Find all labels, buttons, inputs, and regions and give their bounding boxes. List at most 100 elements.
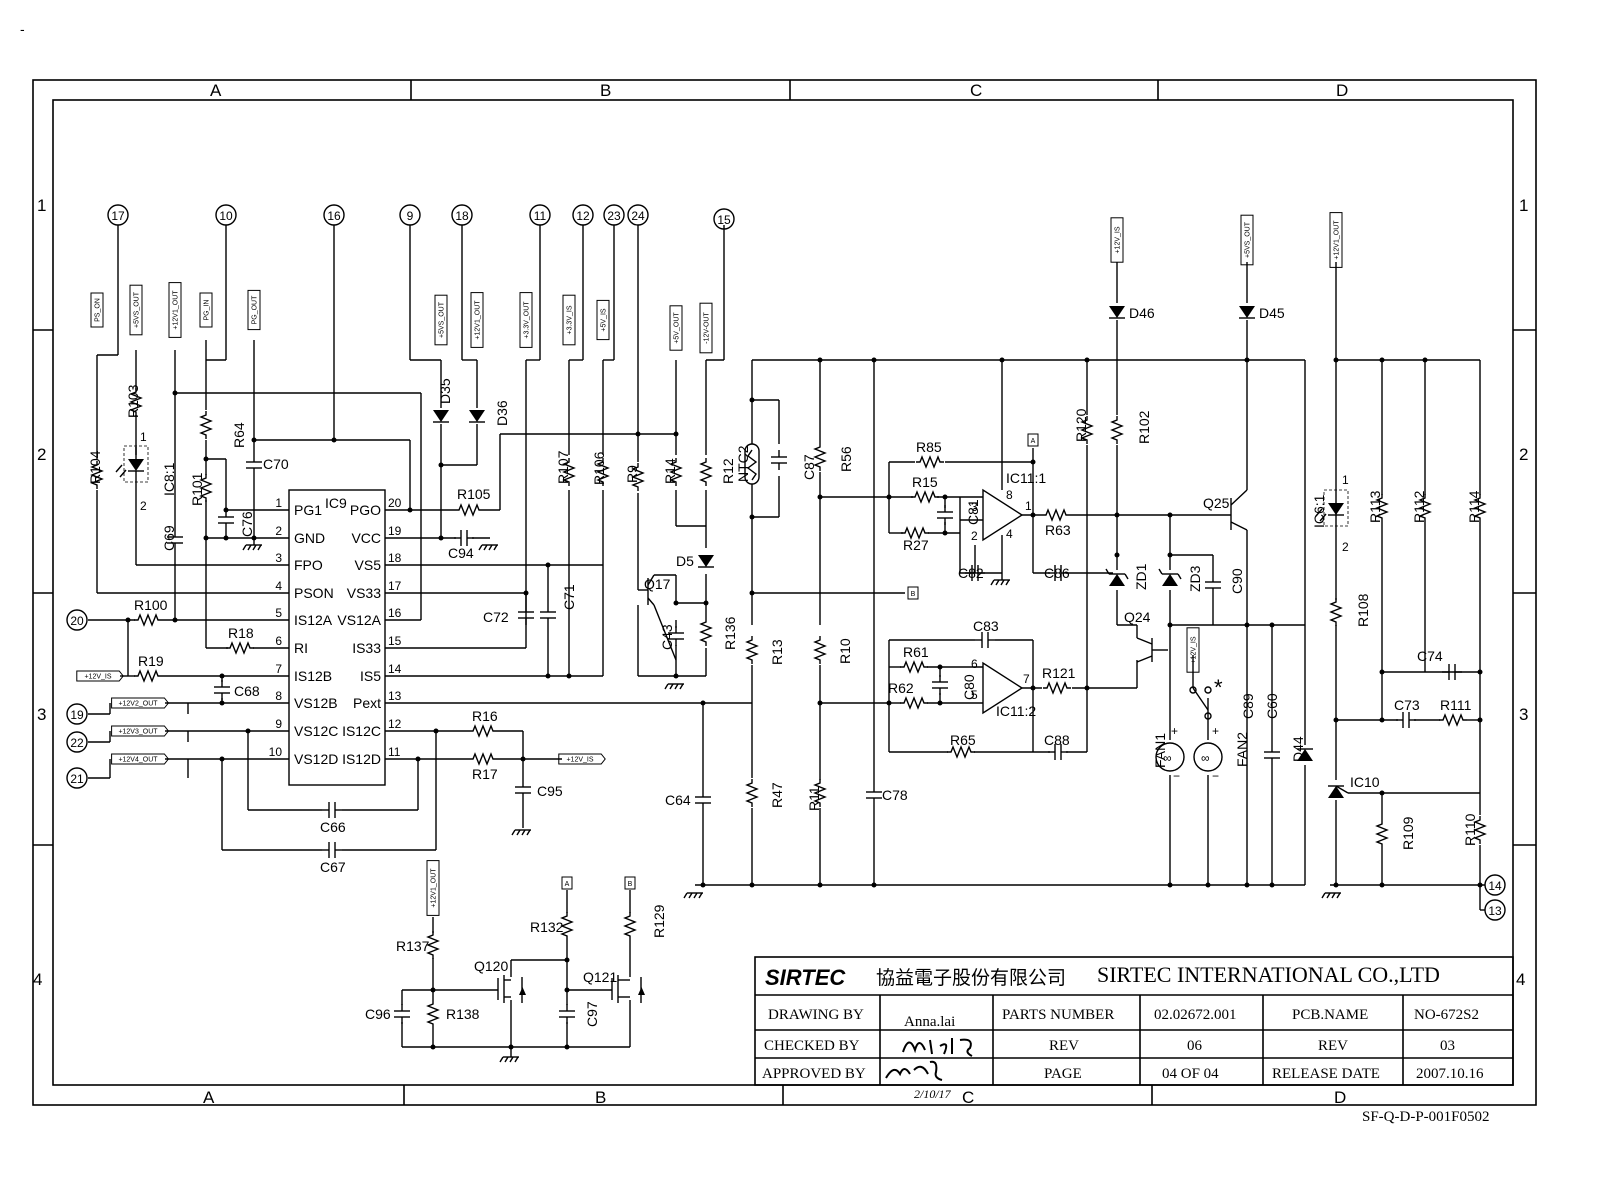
label-r16: R16 [472, 708, 498, 724]
label-r106: R106 [591, 451, 607, 485]
pcb-name-label: PCB.NAME [1292, 1007, 1368, 1023]
net-flag-label: +5V_OUT [674, 312, 681, 344]
label-fan2: FAN2 [1234, 732, 1250, 767]
net-flag-label: +5VS_OUT [1245, 221, 1252, 258]
form-code: SF-Q-D-P-001F0502 [1362, 1109, 1490, 1125]
label-d46: D46 [1129, 305, 1155, 321]
label-c67: C67 [320, 859, 346, 875]
ic9-pin-name: VS12D [294, 751, 338, 767]
label-q17: Q17 [644, 576, 671, 592]
label-c87: C87 [801, 454, 817, 480]
net-flag-p12v4_out: +12V4_OUT [111, 753, 170, 765]
label-ic11a-pin1: 1 [1025, 499, 1032, 513]
zone-col-a-bottom: A [203, 1088, 215, 1107]
label-r113: R113 [1367, 490, 1383, 523]
net-flag-pg_in: PG_IN [199, 292, 213, 328]
net-flag-label: PG_IN [204, 299, 211, 320]
label-ic11b: IC11:2 [996, 703, 1036, 719]
connector-13: 13 [1484, 899, 1506, 921]
connector-22: 22 [66, 731, 88, 753]
connector-label: 22 [70, 736, 84, 750]
label-r111: R111 [1440, 697, 1472, 713]
reference-labels: R104 R103 IC8:1 1 2 R101 R64 C69 C76 C70… [87, 305, 1482, 1027]
net-flag-label: B [628, 881, 633, 888]
ic9-pin-name: PG1 [294, 502, 322, 518]
net-flag-p3v3_out: +3.3V_OUT [519, 292, 533, 348]
label-r120: R120 [1073, 408, 1089, 442]
label-q25: Q25 [1203, 495, 1230, 511]
net-flag-label: +12V4_OUT [118, 757, 158, 764]
company-name-english: SIRTEC INTERNATIONAL CO.,LTD [1097, 962, 1440, 987]
net-flag-pg_out: PG_OUT [247, 289, 261, 331]
company-logo: SIRTEC [765, 965, 846, 990]
connector-label: 13 [1488, 904, 1502, 918]
connector-24: 24 [627, 204, 649, 226]
net-flag-p3v3_is: +3.3V_IS [562, 294, 576, 346]
ic9-pin-name: PGO [350, 502, 381, 518]
label-r63: R63 [1045, 522, 1071, 538]
label-c64: C64 [665, 792, 691, 808]
label-c88: C88 [1044, 732, 1070, 748]
connector-label: 21 [70, 772, 84, 786]
net-flag-p12v3_out: +12V3_OUT [111, 725, 170, 737]
pcb-name-value: NO-672S2 [1414, 1007, 1479, 1023]
label-r102: R102 [1136, 410, 1152, 444]
ic9-pin-name: RI [294, 640, 308, 656]
label-ic8: IC8:1 [161, 462, 177, 496]
ic9-pin-number: 18 [388, 551, 402, 565]
label-c76: C76 [239, 511, 255, 537]
zone-row-2-left: 2 [37, 445, 46, 464]
net-flag-label: A [565, 881, 570, 888]
label-r47: R47 [769, 782, 785, 808]
zone-labels: A B C D A B C D 1 2 3 4 1 2 3 4 [33, 81, 1528, 1107]
net-flag-p12v2_out: +12V2_OUT [111, 697, 170, 709]
net-flag-label: +12V2_OUT [118, 701, 158, 708]
label-r11: R11 [806, 786, 822, 811]
label-r107: R107 [555, 450, 571, 484]
ic9-pin-number: 10 [269, 745, 283, 759]
label-ic11b-pin5: 5 [971, 688, 978, 702]
ic9-pin-name: GND [294, 530, 325, 546]
net-flag-label: PG_OUT [252, 295, 259, 325]
zone-row-4-right: 4 [1516, 970, 1525, 989]
label-c68: C68 [234, 683, 260, 699]
ic9-pin-number: 17 [388, 579, 402, 593]
label-d45: D45 [1259, 305, 1285, 321]
top-left-mark: - [20, 21, 25, 37]
label-c43: C43 [659, 624, 675, 650]
label-r138: R138 [446, 1006, 480, 1022]
label-c73: C73 [1394, 697, 1420, 713]
label-q24: Q24 [1124, 609, 1151, 625]
zone-col-c-bottom: C [962, 1088, 974, 1107]
net-flag-label: +12V1_OUT [173, 290, 180, 330]
ic9-pin-name: VCC [351, 530, 381, 546]
net-flag-flag_b: B [907, 586, 919, 600]
connector-label: 20 [70, 614, 84, 628]
net-flag-label: +12V_IS [1115, 226, 1122, 253]
ic9-pin-name: IS12D [342, 751, 381, 767]
star-marker: * [1214, 675, 1223, 700]
net-flag-flag_a: A [561, 876, 573, 890]
label-ic6: IC6:1 [1311, 494, 1327, 528]
label-c70: C70 [263, 456, 289, 472]
rev-value: 06 [1187, 1038, 1203, 1054]
label-r64: R64 [231, 422, 247, 448]
ic9-pin-name: IS33 [352, 640, 381, 656]
ic9-pin-number: 12 [388, 717, 402, 731]
approved-by-label: APPROVED BY [762, 1066, 866, 1082]
drawing-by-label: DRAWING BY [768, 1007, 864, 1023]
connector-label: 24 [631, 209, 645, 223]
label-r112: R112 [1411, 490, 1427, 523]
zone-row-3-left: 3 [37, 705, 46, 724]
net-flag-p12v_is_left: +12V_IS [76, 670, 124, 682]
label-q121: Q121 [583, 969, 617, 985]
svg-text:+: + [1212, 724, 1219, 738]
rev-label: REV [1049, 1038, 1079, 1054]
ic9-pin-number: 14 [388, 662, 402, 676]
label-zd3: ZD3 [1187, 565, 1203, 592]
zone-col-c-top: C [970, 81, 982, 100]
page-value: 04 OF 04 [1162, 1066, 1219, 1082]
ic9-pin-number: 16 [388, 606, 402, 620]
release-date-value: 2007.10.16 [1416, 1066, 1484, 1082]
